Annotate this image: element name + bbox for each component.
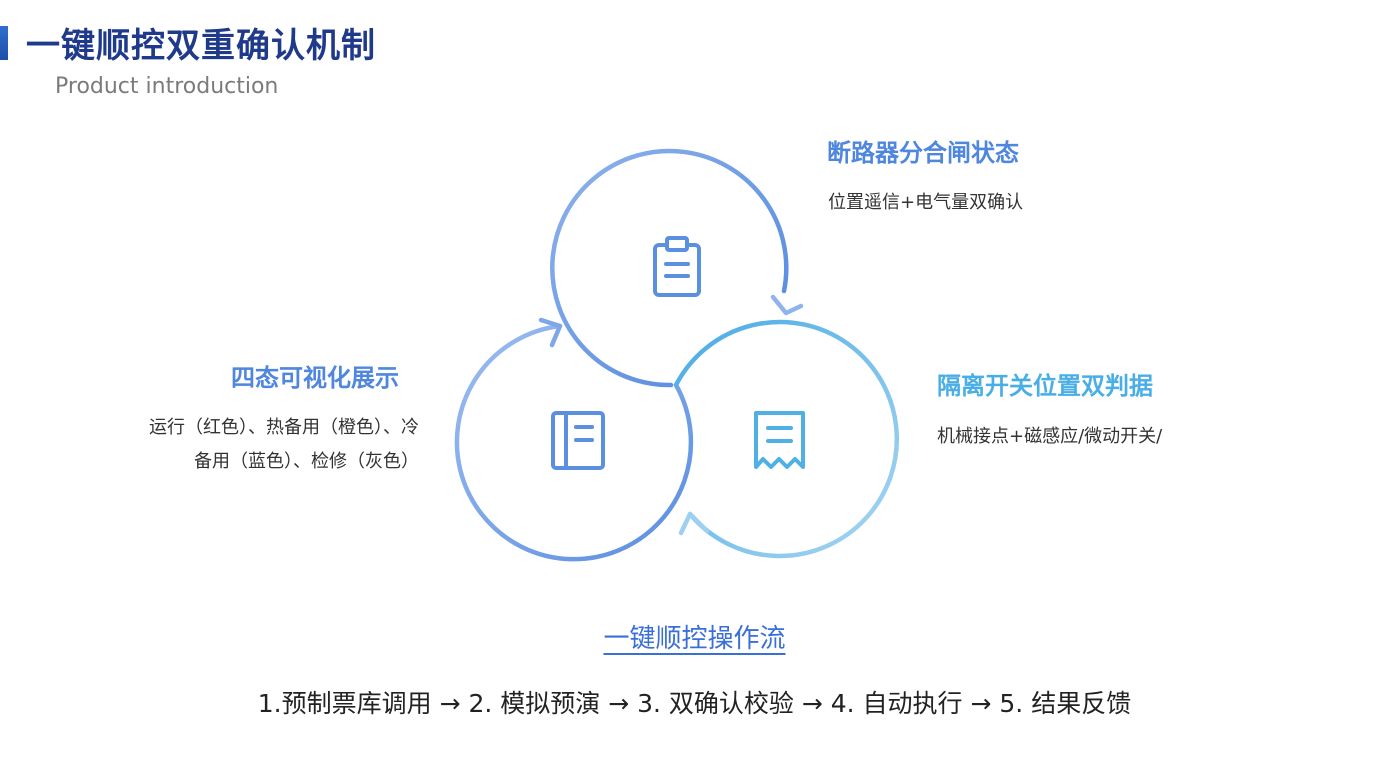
left-cycle-ring [454,317,694,562]
cycle-diagram [454,148,900,562]
left-description-line-2: 备用（蓝色）、检修（灰色） [194,451,419,472]
right-cycle-ring [673,319,900,559]
title-accent-bar [0,26,8,60]
clipboard-icon [653,236,701,297]
receipt-icon [754,411,805,469]
top-description: 位置遥信+电气量双确认 [828,192,1024,213]
left-description: 运行（红色）、热备用（橙色）、冷 备用（蓝色）、检修（灰色） [149,411,419,479]
flow-steps: 1.预制票库调用 → 2. 模拟预演 → 3. 双确认校验 → 4. 自动执行 … [257,689,1132,718]
flow-title: 一键顺控操作流 [603,624,786,654]
page-subtitle: Product introduction [55,74,279,99]
left-description-line-1: 运行（红色）、热备用（橙色）、冷 [149,417,419,438]
right-heading: 隔离开关位置双判据 [937,372,1153,400]
flow-title-wrapper: 一键顺控操作流 [0,618,1389,655]
top-cycle-ring [550,148,804,388]
left-heading: 四态可视化展示 [231,364,399,392]
right-description: 机械接点+磁感应/微动开关/ [937,426,1163,447]
page-title: 一键顺控双重确认机制 [26,26,376,66]
notebook-icon [551,411,605,470]
top-heading: 断路器分合闸状态 [827,139,1019,167]
